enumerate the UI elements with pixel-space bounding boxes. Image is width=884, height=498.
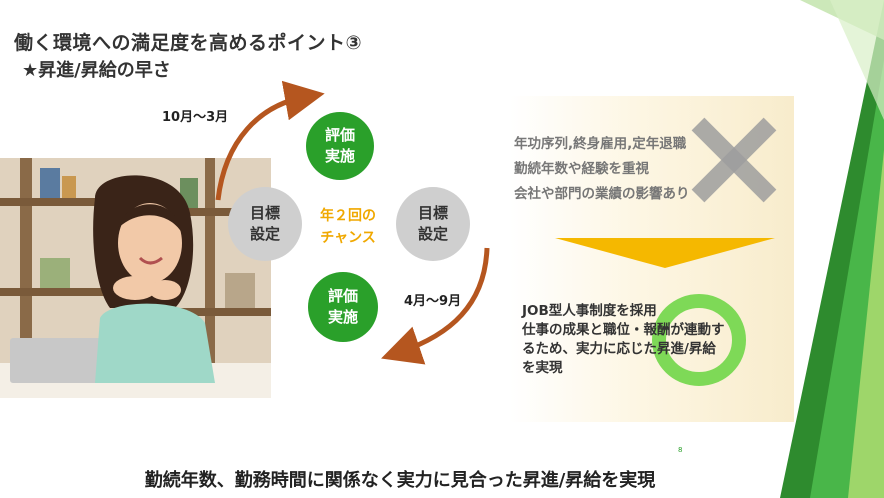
cycle-arrows: [215, 80, 490, 365]
page-subtitle: ★昇進/昇給の早さ: [22, 60, 171, 81]
page-number: 8: [678, 446, 683, 454]
evaluation-circle-bottom: 評価実施: [308, 272, 378, 342]
evaluation-circle-top: 評価実施: [306, 112, 374, 180]
woman-smiling-photo: [0, 158, 271, 398]
period-label-top: 10月～3月: [162, 110, 229, 125]
goal-setting-circle-left: 目標設定: [228, 187, 302, 261]
down-arrow-icon: [555, 238, 775, 268]
old-system-description: 年功序列,終身雇用,定年退職 勤続年数や経験を重視 会社や部門の業績の影響あり: [514, 136, 690, 202]
cross-icon: [691, 117, 777, 203]
goal-setting-circle-right: 目標設定: [396, 187, 470, 261]
circle-icon: [652, 294, 746, 386]
conclusion-text: 勤続年数、勤務時間に関係なく実力に見合った昇進/昇給を実現: [144, 470, 656, 491]
decorative-green-shapes: [780, 0, 884, 498]
period-label-bottom: 4月～9月: [404, 294, 462, 309]
new-system-description: JOB型人事制度を採用 仕事の成果と職位・報酬が連動す るため、実力に応じた昇進…: [522, 303, 725, 376]
page-title: 働く環境への満足度を高めるポイント③: [14, 32, 363, 54]
twice-a-year-chance-label: 年２回のチャンス: [320, 208, 376, 246]
